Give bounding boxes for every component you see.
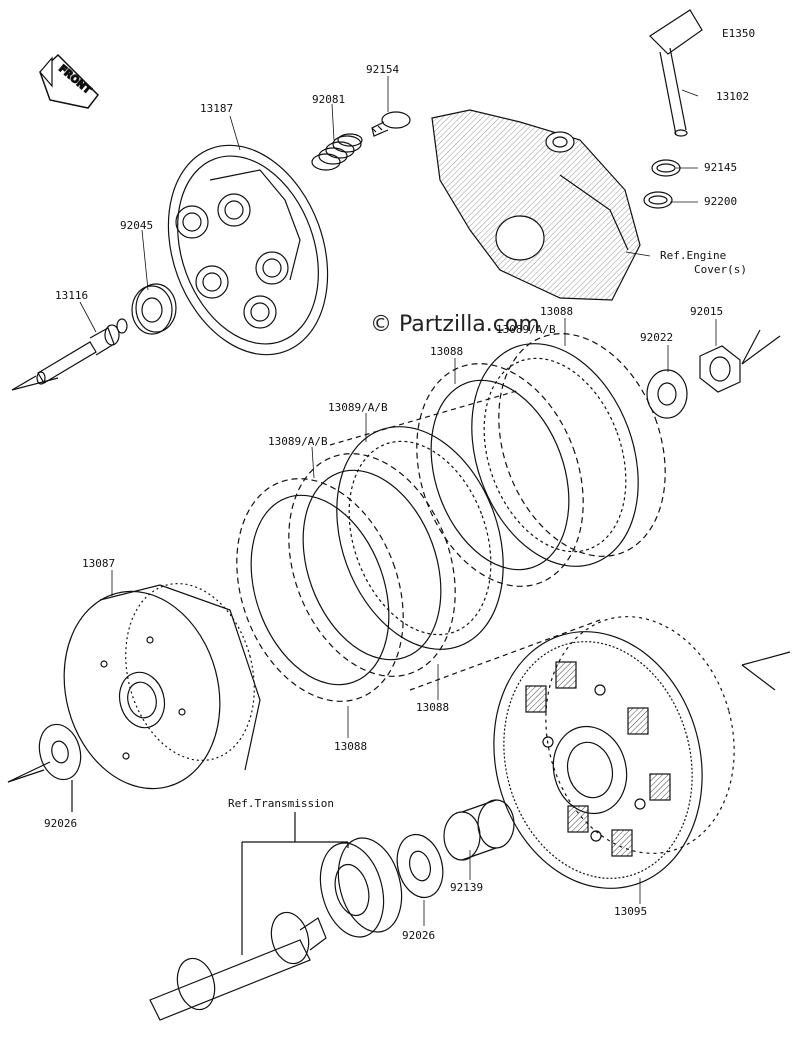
part-92081-spring xyxy=(311,133,363,171)
diagram-code: E1350 xyxy=(722,27,756,40)
label-92154[interactable]: 92154 xyxy=(366,63,400,76)
label-92200[interactable]: 92200 xyxy=(704,195,738,208)
ref-transmission: Ref.Transmission xyxy=(228,797,334,810)
part-92022-washer xyxy=(646,369,688,419)
label-13087[interactable]: 13087 xyxy=(82,557,116,570)
label-13187[interactable]: 13187 xyxy=(200,102,234,115)
part-92200-washer xyxy=(643,191,673,209)
ref-engine-cover-line2: Cover(s) xyxy=(694,263,747,276)
transmission-shaft xyxy=(149,812,349,1021)
clutch-plate-stack xyxy=(236,333,666,702)
part-92139-sleeve xyxy=(443,799,515,861)
part-13102-shaft xyxy=(649,9,703,137)
part-92026-washer-center xyxy=(396,833,444,899)
label-13088-lower-left[interactable]: 13088 xyxy=(334,740,368,753)
part-92145-clip xyxy=(651,159,681,177)
label-92026-left[interactable]: 92026 xyxy=(44,817,78,830)
watermark: © Partzilla.com xyxy=(370,312,540,337)
ref-engine-cover-line1: Ref.Engine xyxy=(660,249,727,262)
part-13187-pressure-plate xyxy=(167,144,329,356)
part-92045-bearing xyxy=(131,283,177,335)
label-13102[interactable]: 13102 xyxy=(716,90,750,103)
label-92015[interactable]: 92015 xyxy=(690,305,724,318)
label-13088-top-right[interactable]: 13088 xyxy=(540,305,574,318)
label-13116[interactable]: 13116 xyxy=(55,289,89,302)
part-92026-washer-left xyxy=(7,723,82,812)
part-13087-clutch-hub xyxy=(63,582,261,790)
label-92139[interactable]: 92139 xyxy=(450,881,484,894)
engine-cover-illustration xyxy=(431,109,641,301)
part-13095-clutch-housing xyxy=(493,616,791,889)
part-13116-push-rod xyxy=(11,318,128,391)
label-13095[interactable]: 13095 xyxy=(614,905,648,918)
transmission-bearing xyxy=(319,837,403,938)
label-13088-lower-right[interactable]: 13088 xyxy=(416,701,450,714)
front-arrow-icon: FRONT xyxy=(39,53,99,109)
part-92154-bolt xyxy=(371,111,411,137)
label-13089-left[interactable]: 13089/A/B xyxy=(268,435,328,448)
label-13089-top-right[interactable]: 13089/A/B xyxy=(496,323,556,336)
part-92015-nut xyxy=(699,329,781,393)
label-92081[interactable]: 92081 xyxy=(312,93,346,106)
label-13088-top-center[interactable]: 13088 xyxy=(430,345,464,358)
label-92022[interactable]: 92022 xyxy=(640,331,674,344)
label-92045[interactable]: 92045 xyxy=(120,219,154,232)
leader-lines xyxy=(79,76,717,926)
label-92145[interactable]: 92145 xyxy=(704,161,738,174)
label-92026-center[interactable]: 92026 xyxy=(402,929,436,942)
label-13089-middle[interactable]: 13089/A/B xyxy=(328,401,388,414)
